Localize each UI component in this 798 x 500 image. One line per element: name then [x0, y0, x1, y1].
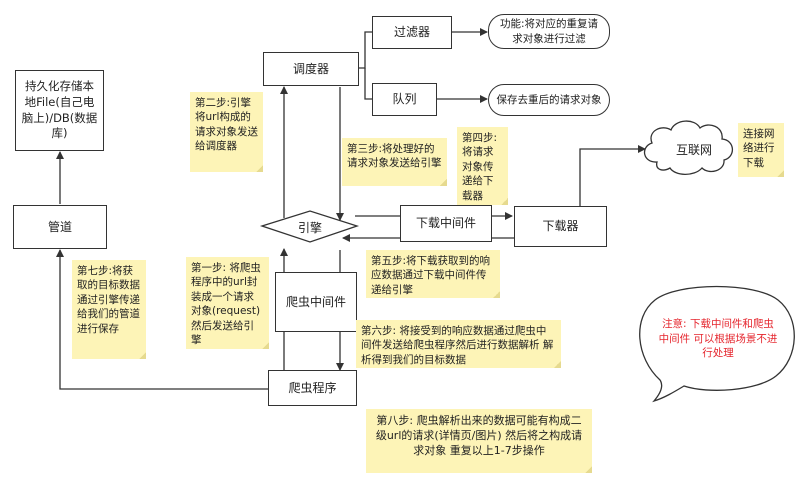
- spider-middleware-label: 爬虫中间件: [285, 294, 346, 309]
- queue-label: 队列: [392, 92, 417, 107]
- internet-label: 互联网: [675, 143, 712, 157]
- downloader-to-internet-arrow: [579, 145, 646, 206]
- downloader-label: 下载器: [542, 219, 579, 234]
- step8-note: 第八步: 爬虫解析出来的数据可能有构成二级url的请求(详情页/图片) 然后将之…: [366, 409, 592, 473]
- warning-text: 注意: 下载中间件和爬虫中间件 可以根据场景不进行处理: [658, 318, 778, 360]
- scheduler-label: 调度器: [292, 61, 329, 76]
- step5-note: 第五步:将下载获取到的响应数据通过下载中间件传递给引擎: [366, 250, 500, 298]
- spider-box: 爬虫程序: [268, 370, 357, 406]
- filter-box: 过滤器: [372, 16, 452, 49]
- step3-note: 第三步:将处理好的请求对象发送给引擎: [342, 138, 447, 186]
- internet-description: 连接网络进行下载: [738, 123, 784, 177]
- downloader-middleware-box: 下载中间件: [400, 205, 492, 242]
- filter-description: 功能:将对应的重复请求对象进行过滤: [488, 14, 610, 49]
- step7-note: 第七步:将获取的目标数据通过引擎传递给我们的管道进行保存: [72, 260, 146, 359]
- downloader-middleware-label: 下载中间件: [415, 216, 476, 231]
- internet-cloud: [643, 120, 734, 176]
- queue-description: 保存去重后的请求对象: [488, 84, 610, 116]
- step1-note: 第一步: 将爬虫程序中的url封装成一个请求对象(request)然后发送给引擎: [186, 257, 269, 349]
- step6-note: 第六步: 将接受到的响应数据通过爬虫中间件发送给爬虫程序然后进行数据解析 解析得…: [356, 320, 561, 368]
- spider-label: 爬虫程序: [288, 380, 337, 395]
- engine-label: 引擎: [297, 221, 322, 235]
- spider-middleware-box: 爬虫中间件: [275, 272, 357, 332]
- scheduler-box: 调度器: [263, 52, 359, 86]
- downloader-box: 下载器: [514, 206, 607, 247]
- scheduler-to-queue-line: [364, 68, 372, 100]
- step2-note: 第二步:引擎将url构成的请求对象发送给调度器: [190, 92, 263, 172]
- spider-to-pipeline-arrow: [56, 249, 268, 390]
- persistence-box: 持久化存储本地File(自己电脑上)/DB(数据库): [15, 70, 104, 151]
- persistence-label: 持久化存储本地File(自己电脑上)/DB(数据库): [21, 79, 98, 141]
- queue-box: 队列: [372, 83, 437, 116]
- filter-label: 过滤器: [393, 25, 430, 40]
- pipeline-label: 管道: [47, 219, 72, 234]
- engine-diamond: [259, 210, 360, 243]
- pipeline-box: 管道: [13, 205, 107, 249]
- step4-note: 第四步:将请求对象传递给下载器: [457, 127, 508, 205]
- warning-bubble: [639, 285, 795, 403]
